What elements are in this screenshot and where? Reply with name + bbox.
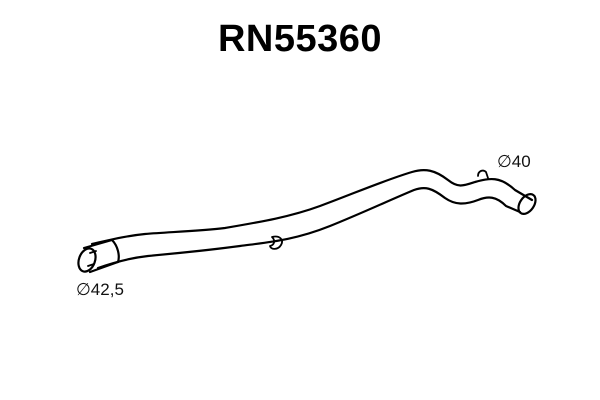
pipe-lower-edge [96, 187, 522, 270]
hanger-bracket-mid [269, 235, 283, 250]
outlet-diameter-label: ∅40 [497, 152, 531, 171]
hanger-bracket-outlet [477, 169, 489, 179]
outlet-end [517, 193, 537, 215]
inlet-sleeve [82, 238, 120, 274]
pipe-upper-edge [90, 169, 534, 246]
inlet-diameter-label: ∅42,5 [76, 280, 124, 299]
part-number-title: RN55360 [217, 18, 383, 60]
inlet-slots [87, 250, 97, 267]
inlet-end [77, 247, 97, 273]
